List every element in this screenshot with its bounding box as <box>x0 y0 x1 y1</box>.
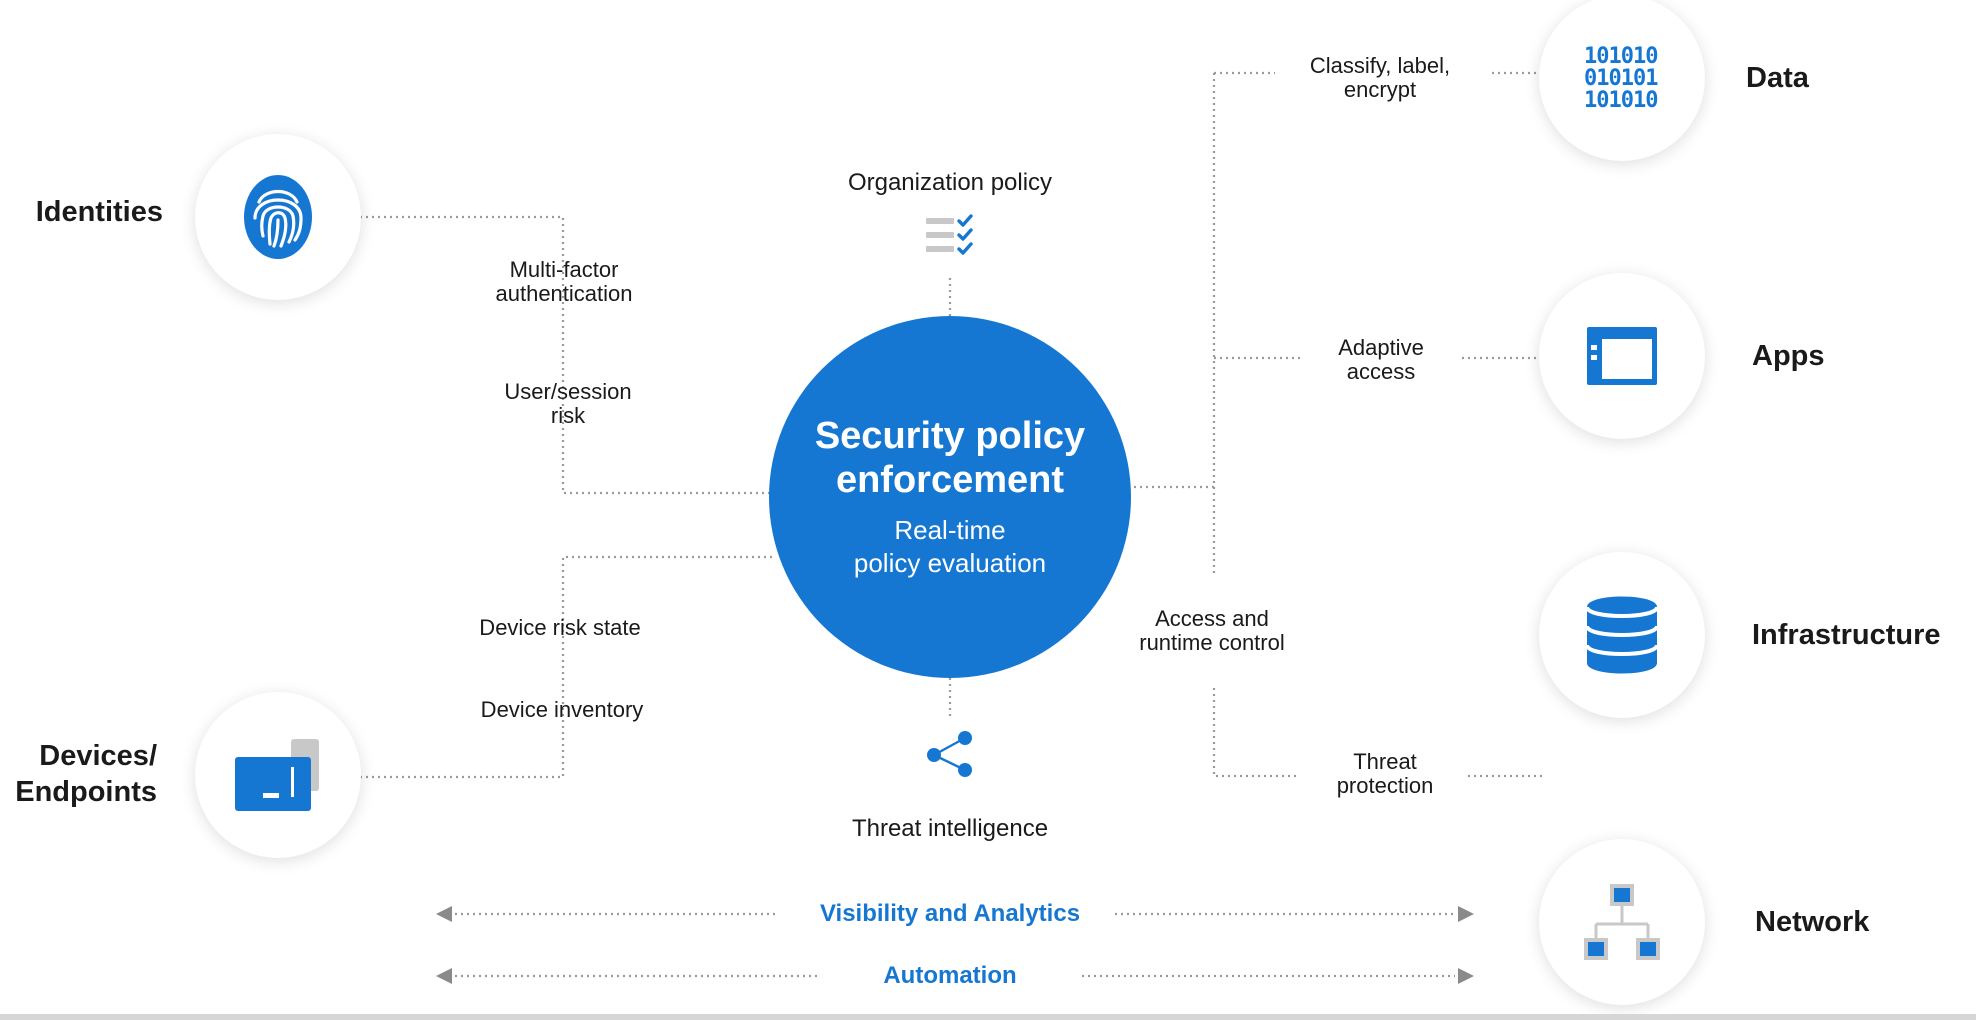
mfa-signal-label: Multi-factor authentication <box>495 257 633 306</box>
infrastructure-label: Infrastructure <box>1752 619 1941 651</box>
bottom-border <box>0 1014 1976 1020</box>
identities-connector <box>360 215 770 495</box>
identities-node <box>195 134 361 300</box>
threat-intel-label: Threat intelligence <box>851 815 1049 842</box>
devices-node <box>195 692 361 858</box>
automation-label: Automation <box>883 962 1017 989</box>
hub-subtitle: Real-time policy evaluation <box>853 515 1047 578</box>
visibility-analytics-label: Visibility and Analytics <box>819 900 1081 927</box>
apps-label: Apps <box>1752 340 1825 372</box>
fingerprint-icon <box>244 175 312 259</box>
automation-arrowhead-left <box>436 968 452 984</box>
device-inventory-signal-label: Device inventory <box>480 697 644 722</box>
binary-data-icon: 101010 010101 101010 <box>1584 44 1659 113</box>
svg-text:101010: 101010 <box>1584 88 1657 113</box>
right-trunk-upper <box>1128 73 1216 575</box>
adaptive-signal-label: Adaptive access <box>1338 335 1424 384</box>
device-risk-signal-label: Device risk state <box>479 615 641 640</box>
access-runtime-signal-label: Access and runtime control <box>1139 606 1285 655</box>
identities-label: Identities <box>35 196 163 228</box>
network-node <box>1539 839 1705 1005</box>
automation-arrowhead-right <box>1458 968 1474 984</box>
arrow-heads <box>436 906 1474 984</box>
devices-icon <box>235 739 319 811</box>
data-node: 101010 010101 101010 <box>1539 0 1705 161</box>
database-icon <box>1585 596 1659 674</box>
svg-text:010101: 010101 <box>1584 66 1658 91</box>
security-policy-hub: Security policy enforcement Real-time po… <box>769 316 1131 678</box>
checklist-icon <box>926 214 973 255</box>
devices-label: Devices/ Endpoints <box>15 740 157 808</box>
visibility-arrowhead-left <box>436 906 452 922</box>
share-nodes-icon <box>927 731 972 777</box>
devices-connector <box>360 555 775 779</box>
app-window-icon <box>1587 327 1657 385</box>
apps-node <box>1539 273 1705 439</box>
threat-protection-connector <box>1212 688 1545 778</box>
network-label: Network <box>1755 906 1870 938</box>
classify-signal-label: Classify, label, encrypt <box>1309 53 1451 102</box>
visibility-arrowhead-right <box>1458 906 1474 922</box>
org-policy-label: Organization policy <box>847 169 1053 196</box>
threat-protection-signal-label: Threat protection <box>1336 749 1434 798</box>
infrastructure-node <box>1539 552 1705 718</box>
data-label: Data <box>1746 62 1809 94</box>
svg-text:101010: 101010 <box>1584 44 1657 69</box>
network-icon <box>1584 884 1660 960</box>
user-risk-signal-label: User/session risk <box>504 379 632 428</box>
hub-title: Security policy enforcement <box>814 415 1086 501</box>
